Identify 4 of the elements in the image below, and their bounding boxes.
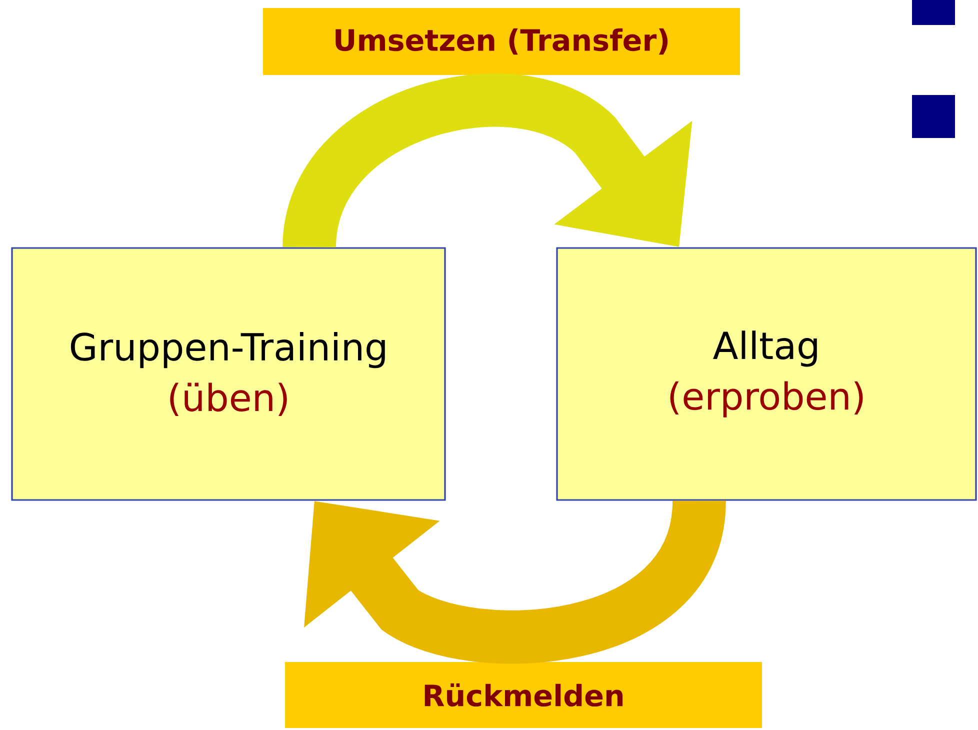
process-box: Alltag (erproben) xyxy=(556,247,977,501)
label-band: Umsetzen (Transfer) xyxy=(263,8,740,75)
process-box: Gruppen-Training (üben) xyxy=(11,247,446,501)
label-band: Rückmelden xyxy=(285,662,762,728)
